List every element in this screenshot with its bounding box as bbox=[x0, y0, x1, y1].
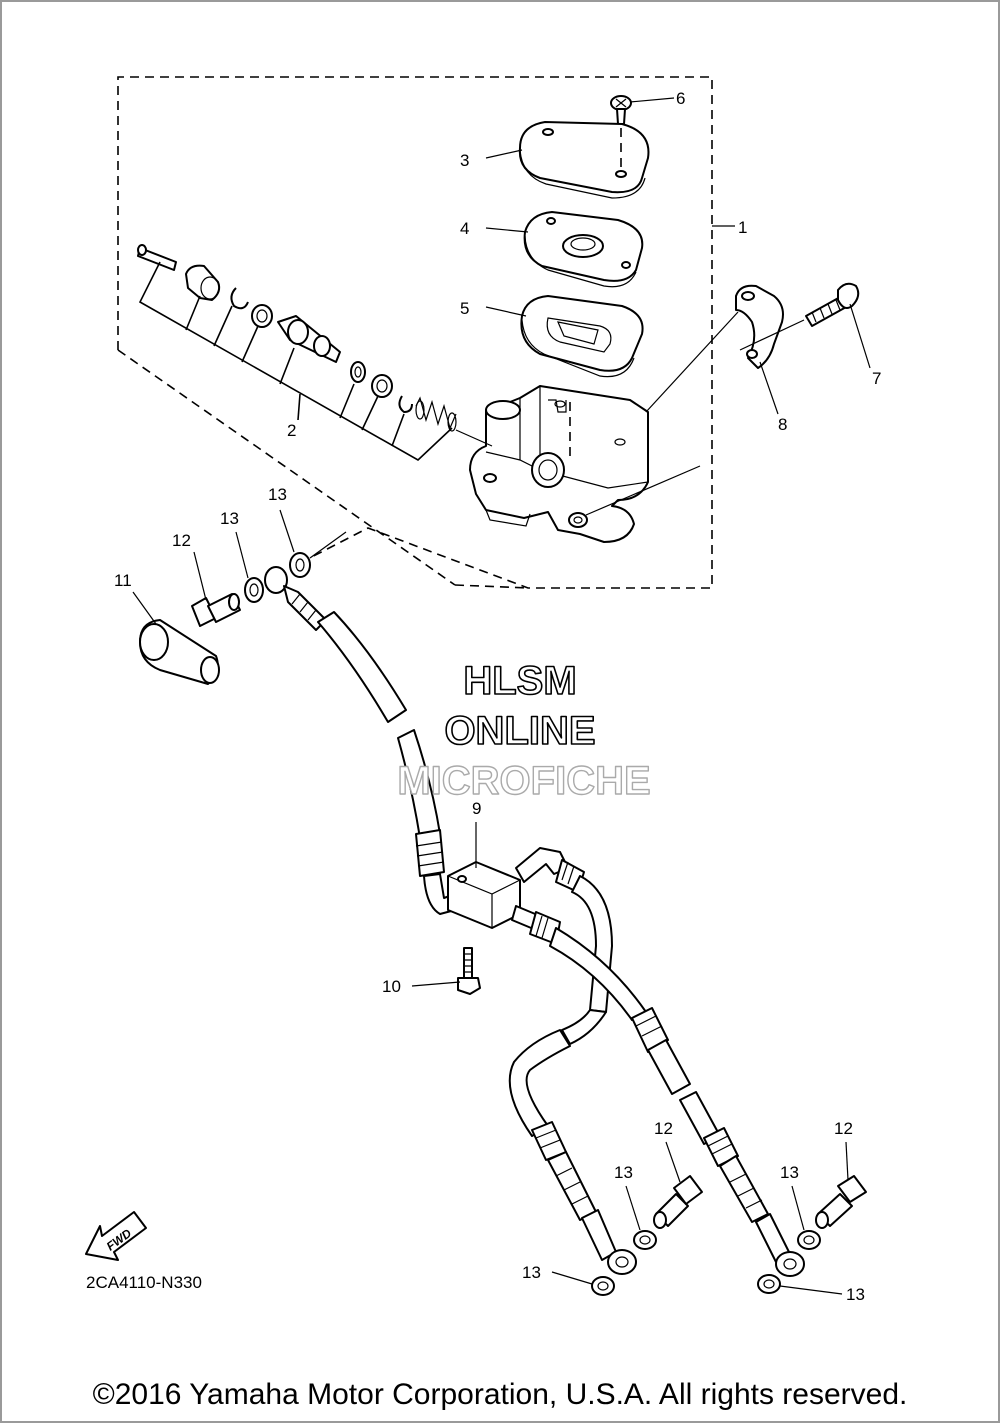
part-11-banjo-cap[interactable] bbox=[139, 619, 220, 685]
part-13-copper-washer-lower-c[interactable] bbox=[797, 1230, 821, 1250]
part-3-reservoir-cover[interactable] bbox=[518, 121, 650, 199]
callout-12-upper: 12 bbox=[172, 531, 191, 550]
callout-3: 3 bbox=[460, 151, 469, 170]
part-4-diaphragm[interactable] bbox=[523, 211, 644, 288]
part-13-copper-washer-upper-b[interactable] bbox=[289, 552, 311, 578]
callout-12-lower-left: 12 bbox=[654, 1119, 673, 1138]
callout-11: 11 bbox=[114, 571, 132, 590]
callout-6: 6 bbox=[676, 89, 685, 108]
callout-4: 4 bbox=[460, 219, 469, 238]
master-cylinder-exploded-diagram: 6 3 4 1 5 7 8 2 13 13 12 11 9 10 12 12 1… bbox=[85, 76, 881, 1304]
part-12-union-bolt-lower-right[interactable] bbox=[815, 1175, 867, 1229]
callout-10: 10 bbox=[382, 977, 401, 996]
part-6-screw[interactable] bbox=[610, 95, 632, 125]
callout-12-lower-right: 12 bbox=[834, 1119, 853, 1138]
part-13-copper-washer-lower-a[interactable] bbox=[633, 1230, 657, 1250]
part-5-diaphragm-gasket[interactable] bbox=[520, 295, 644, 378]
leader-lines bbox=[132, 97, 871, 1295]
master-cylinder-body[interactable] bbox=[469, 385, 649, 543]
callout-13-lower-d: 13 bbox=[846, 1285, 865, 1304]
diagram-code: 2CA4110-N330 bbox=[86, 1273, 202, 1292]
part-12-union-bolt-upper[interactable] bbox=[191, 593, 241, 627]
callout-13-lower-b: 13 bbox=[522, 1263, 541, 1282]
callout-8: 8 bbox=[778, 415, 787, 434]
part-12-union-bolt-lower-left[interactable] bbox=[653, 1175, 703, 1229]
part-13-copper-washer-upper-a[interactable] bbox=[244, 577, 264, 603]
callout-5: 5 bbox=[460, 299, 469, 318]
callouts: 6 3 4 1 5 7 8 2 13 13 12 11 9 10 12 12 1… bbox=[114, 89, 881, 1304]
assembly-boundary-bottom bbox=[454, 584, 529, 589]
part-7-clamp-bolt[interactable] bbox=[805, 282, 860, 327]
part-13-copper-washer-lower-b[interactable] bbox=[591, 1276, 615, 1296]
callout-13-upper-a: 13 bbox=[220, 509, 239, 528]
callout-2: 2 bbox=[287, 421, 296, 440]
fwd-arrow: FWD bbox=[85, 1211, 147, 1261]
callout-7: 7 bbox=[872, 369, 881, 388]
watermark-line2: ONLINE bbox=[444, 709, 595, 753]
part-9-brake-hose-assembly[interactable] bbox=[264, 566, 805, 1277]
callout-9: 9 bbox=[472, 799, 481, 818]
part-2-master-cylinder-kit[interactable] bbox=[137, 244, 457, 461]
assembly-boundary bbox=[117, 76, 713, 589]
watermark-line3: MICROFICHE bbox=[397, 759, 650, 803]
part-13-copper-washer-lower-d[interactable] bbox=[757, 1274, 781, 1294]
callout-13-lower-a: 13 bbox=[614, 1163, 633, 1182]
callout-13-lower-c: 13 bbox=[780, 1163, 799, 1182]
part-8-master-cylinder-holder[interactable] bbox=[735, 284, 784, 369]
watermark-line1: HLSM bbox=[463, 659, 576, 703]
callout-1: 1 bbox=[738, 218, 747, 237]
part-10-joint-bolt[interactable] bbox=[457, 947, 481, 995]
assembly-boundary-diagonal bbox=[117, 349, 456, 586]
callout-13-upper-b: 13 bbox=[268, 485, 287, 504]
copyright-notice: ©2016 Yamaha Motor Corporation, U.S.A. A… bbox=[92, 1378, 908, 1411]
watermark: HLSM ONLINE MICROFICHE bbox=[397, 658, 652, 804]
